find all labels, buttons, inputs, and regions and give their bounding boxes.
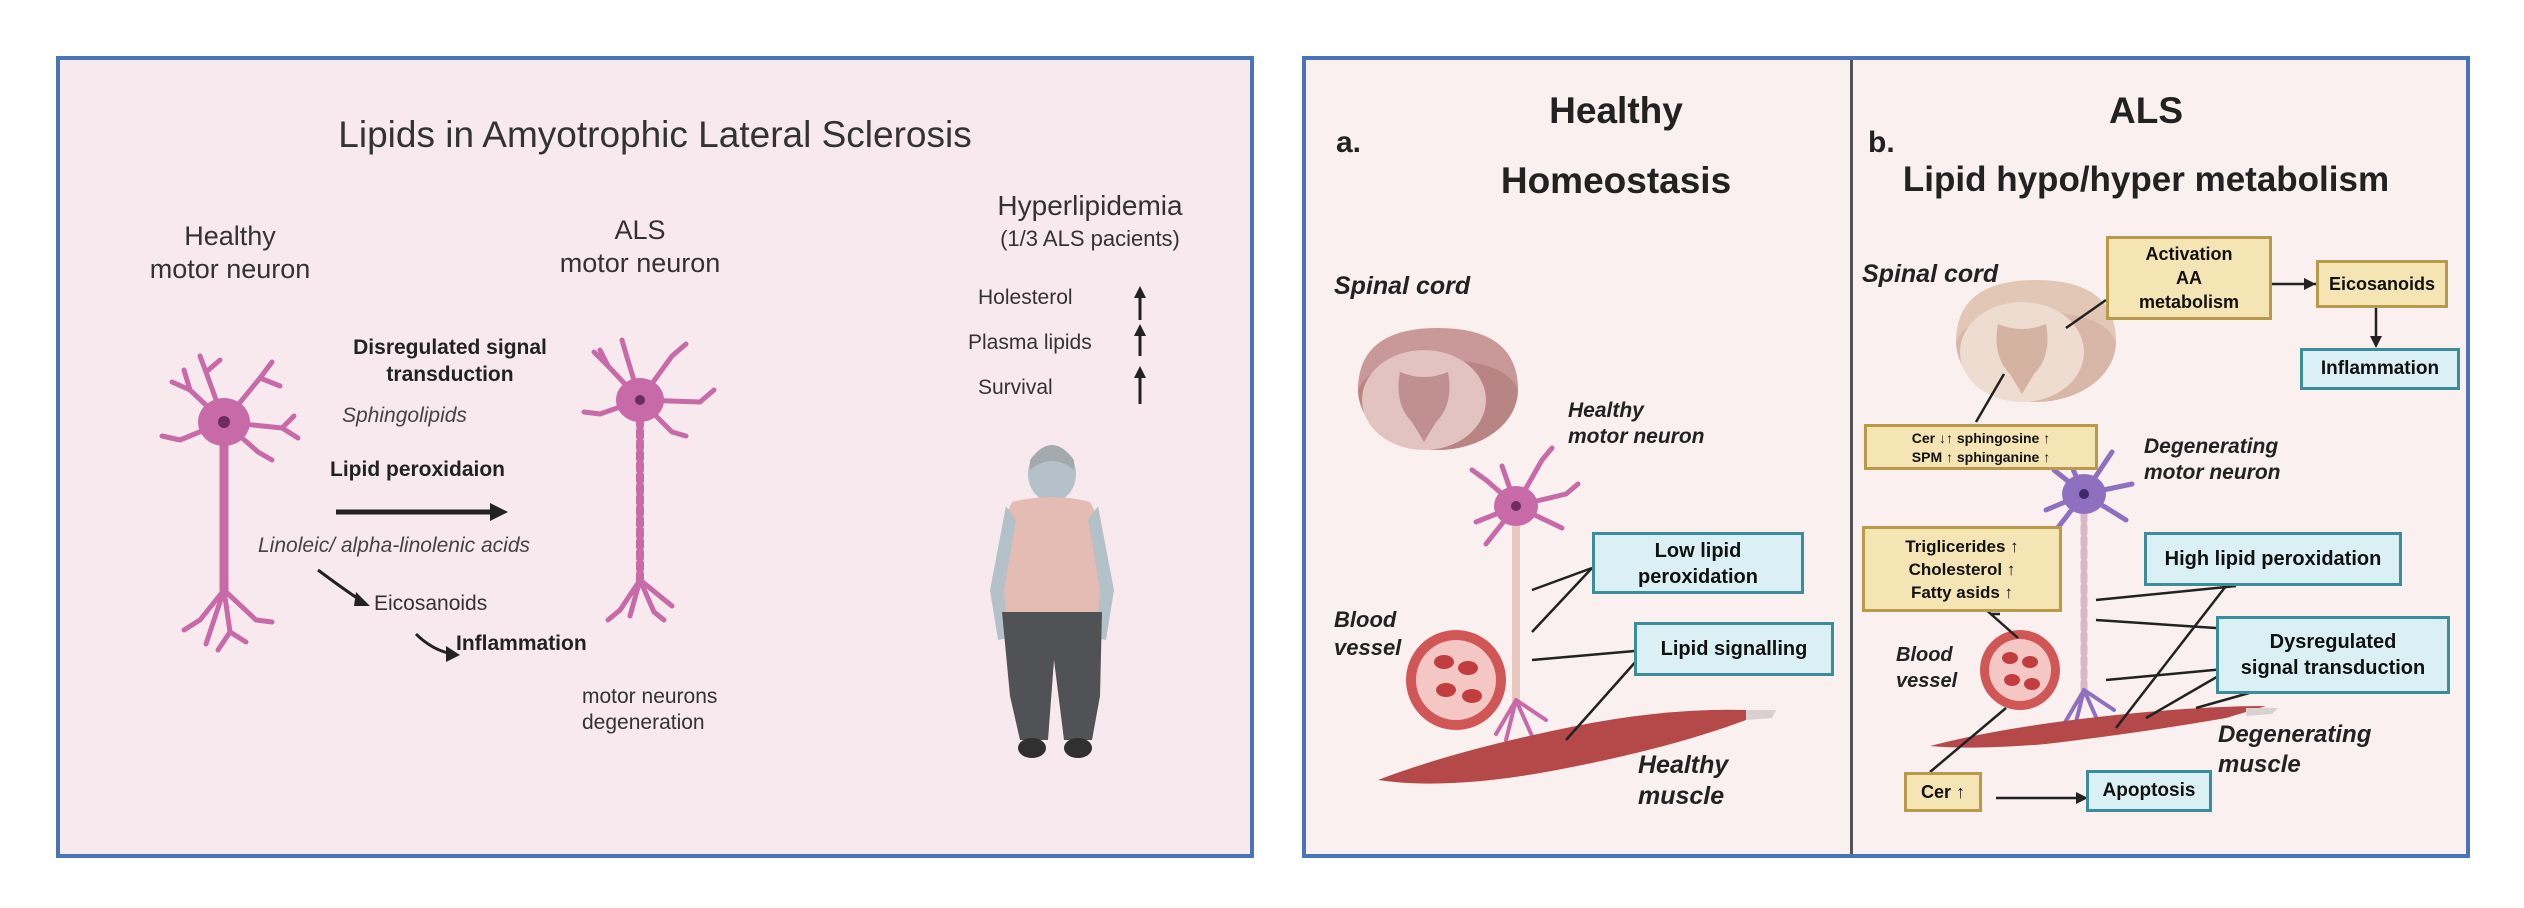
healthy-neuron-a-icon (1469, 445, 1581, 742)
b-title-2: Lipid hypo/hyper metabolism (1902, 160, 2390, 199)
inflammation-label: Inflammation (456, 632, 587, 655)
cer-line-2: SPM ↑ sphinganine ↑ (1911, 449, 2051, 465)
high-lipid-perox-box: High lipid peroxidation (2144, 532, 2402, 586)
cer-up-box: Cer ↑ (1904, 772, 1982, 812)
b-title-1: ALS (2109, 90, 2183, 131)
blood-vessel-b-icon (1980, 630, 2060, 710)
spinal-cord-a-icon (1358, 328, 1518, 450)
dysregulated-signal-box: Dysregulated signal transduction (2216, 616, 2450, 694)
cer-sphingosine-box: Cer ↓↑ sphingosine ↑ SPM ↑ sphinganine ↑ (1864, 424, 2098, 470)
muscle-a-icon (1378, 709, 1768, 784)
spinal-cord-b-label: Spinal cord (1862, 260, 1999, 288)
person-icon (990, 445, 1114, 758)
eicosanoids-arrow (317, 568, 361, 602)
blood-vessel-a-label: Blood vessel (1334, 607, 1402, 660)
a-title-1: Healthy (1549, 90, 1683, 131)
panel-divider (1850, 60, 1853, 854)
sphingolipids-label: Sphingolipids (342, 404, 467, 427)
degenerating-muscle-label: Degenerating muscle (2218, 721, 2372, 778)
lipid-peroxidation-label: Lipid peroxidaion (330, 458, 506, 481)
spinal-cord-a-label: Spinal cord (1334, 272, 1471, 300)
up-arrows (1134, 286, 1146, 404)
right-panel: a. b. Healthy Homeostasis ALS Lipid hypo… (1302, 56, 2470, 858)
linoleic-acids-label: Linoleic/ alpha-linolenic acids (258, 534, 530, 557)
hyperlipidemia-subtitle: (1/3 ALS pacients) (1000, 226, 1180, 251)
label-b: b. (1868, 126, 1895, 159)
lipid-signalling-box: Lipid signalling (1634, 622, 1834, 676)
activation-aa-box: Activation AA metabolism (2106, 236, 2272, 320)
left-title: Lipids in Amyotrophic Lateral Sclerosis (338, 114, 972, 155)
cer-line-1: Cer ↓↑ sphingosine ↑ (1911, 430, 2051, 446)
disregulated-signal-label: Disregulated signal transduction (353, 336, 547, 386)
apoptosis-box: Apoptosis (2086, 770, 2212, 812)
label-a: a. (1336, 126, 1362, 159)
degenerating-mn-label: Degenerating motor neuron (2144, 435, 2281, 484)
muscle-b-icon (1930, 706, 2266, 748)
a-title-2: Homeostasis (1500, 160, 1732, 201)
healthy-neuron-label: Healthy motor neuron (149, 221, 311, 284)
triglicerides-box: Triglicerides ↑ Cholesterol ↑ Fatty asid… (1862, 526, 2062, 612)
hyperlipidemia-title: Hyperlipidemia (997, 190, 1183, 221)
low-lipid-perox-box: Low lipid peroxidation (1592, 532, 1804, 594)
degeneration-label: motor neurons degeneration (582, 685, 718, 734)
spinal-cord-b-icon (1956, 280, 2116, 402)
left-illustrations (159, 286, 1146, 758)
blood-vessel-b-label: Blood vessel (1896, 644, 1958, 692)
eicosanoids-label: Eicosanoids (374, 592, 488, 615)
als-neuron-label: ALS motor neuron (559, 215, 721, 278)
inflammation-box: Inflammation (2300, 348, 2460, 390)
right-illustrations (1358, 278, 2382, 804)
hyper-item-plasma: Plasma lipids (968, 331, 1092, 354)
hyper-item-cholesterol: Holesterol (978, 286, 1073, 309)
healthy-mn-label: Healthy motor neuron (1568, 399, 1705, 448)
blood-vessel-a-icon (1406, 630, 1506, 730)
eicosanoids-box: Eicosanoids (2316, 260, 2448, 308)
healthy-muscle-label: Healthy muscle (1638, 751, 1729, 810)
hyper-item-survival: Survival (978, 376, 1053, 399)
arrows-b (1996, 278, 2382, 804)
left-panel: Lipids in Amyotrophic Lateral Sclerosis … (56, 56, 1254, 858)
